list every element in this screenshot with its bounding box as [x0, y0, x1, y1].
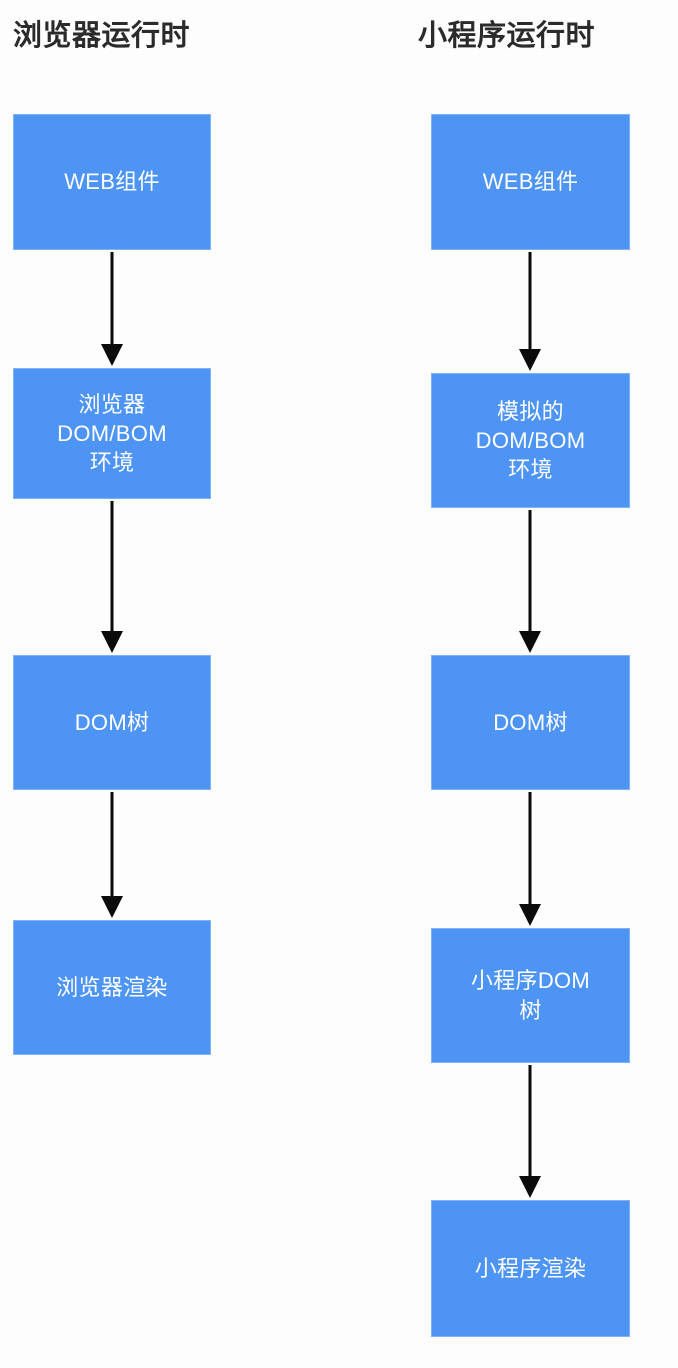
arrow-miniprogram-4: [519, 1065, 541, 1198]
column-title-browser-runtime: 浏览器运行时: [13, 20, 191, 52]
node-web-component-miniprogram[interactable]: WEB组件: [431, 114, 630, 250]
arrow-head-icon: [519, 349, 541, 371]
node-label: DOM树: [74, 709, 150, 735]
arrow-miniprogram-1: [519, 252, 541, 371]
node-web-component-browser[interactable]: WEB组件: [13, 114, 211, 250]
node-dom-tree-browser[interactable]: DOM树: [13, 655, 211, 790]
node-miniprogram-render[interactable]: 小程序渲染: [431, 1200, 630, 1337]
arrow-browser-1: [101, 252, 123, 366]
node-label: 小程序渲染: [474, 1255, 587, 1281]
arrow-head-icon: [101, 896, 123, 918]
node-label: 模拟的 DOM/BOM 环境: [475, 398, 586, 483]
node-label: 小程序DOM 树: [470, 968, 591, 1023]
arrow-head-icon: [519, 631, 541, 653]
node-miniprogram-dom-tree[interactable]: 小程序DOM 树: [431, 928, 630, 1063]
node-label: 浏览器渲染: [56, 974, 168, 1000]
arrow-shaft: [528, 792, 532, 904]
arrow-head-icon: [519, 904, 541, 926]
node-browser-render[interactable]: 浏览器渲染: [13, 920, 211, 1055]
arrow-browser-2: [101, 501, 123, 653]
arrow-miniprogram-3: [519, 792, 541, 926]
node-label: WEB组件: [482, 169, 579, 195]
arrow-browser-3: [101, 792, 123, 918]
node-dom-tree-miniprogram[interactable]: DOM树: [431, 655, 630, 790]
arrow-shaft: [110, 252, 114, 344]
arrow-shaft: [528, 252, 532, 349]
arrow-shaft: [110, 501, 114, 631]
arrow-head-icon: [101, 344, 123, 366]
arrow-shaft: [528, 510, 532, 631]
arrow-head-icon: [101, 631, 123, 653]
arrow-miniprogram-2: [519, 510, 541, 653]
node-simulated-dom-bom-env[interactable]: 模拟的 DOM/BOM 环境: [431, 373, 630, 508]
node-label: DOM树: [493, 709, 568, 735]
node-label: 浏览器 DOM/BOM 环境: [57, 391, 167, 476]
arrow-shaft: [528, 1065, 532, 1176]
arrow-head-icon: [519, 1176, 541, 1198]
node-browser-dom-bom-env[interactable]: 浏览器 DOM/BOM 环境: [13, 368, 211, 499]
arrow-shaft: [110, 792, 114, 896]
node-label: WEB组件: [64, 169, 160, 195]
column-title-miniprogram-runtime: 小程序运行时: [418, 20, 596, 52]
